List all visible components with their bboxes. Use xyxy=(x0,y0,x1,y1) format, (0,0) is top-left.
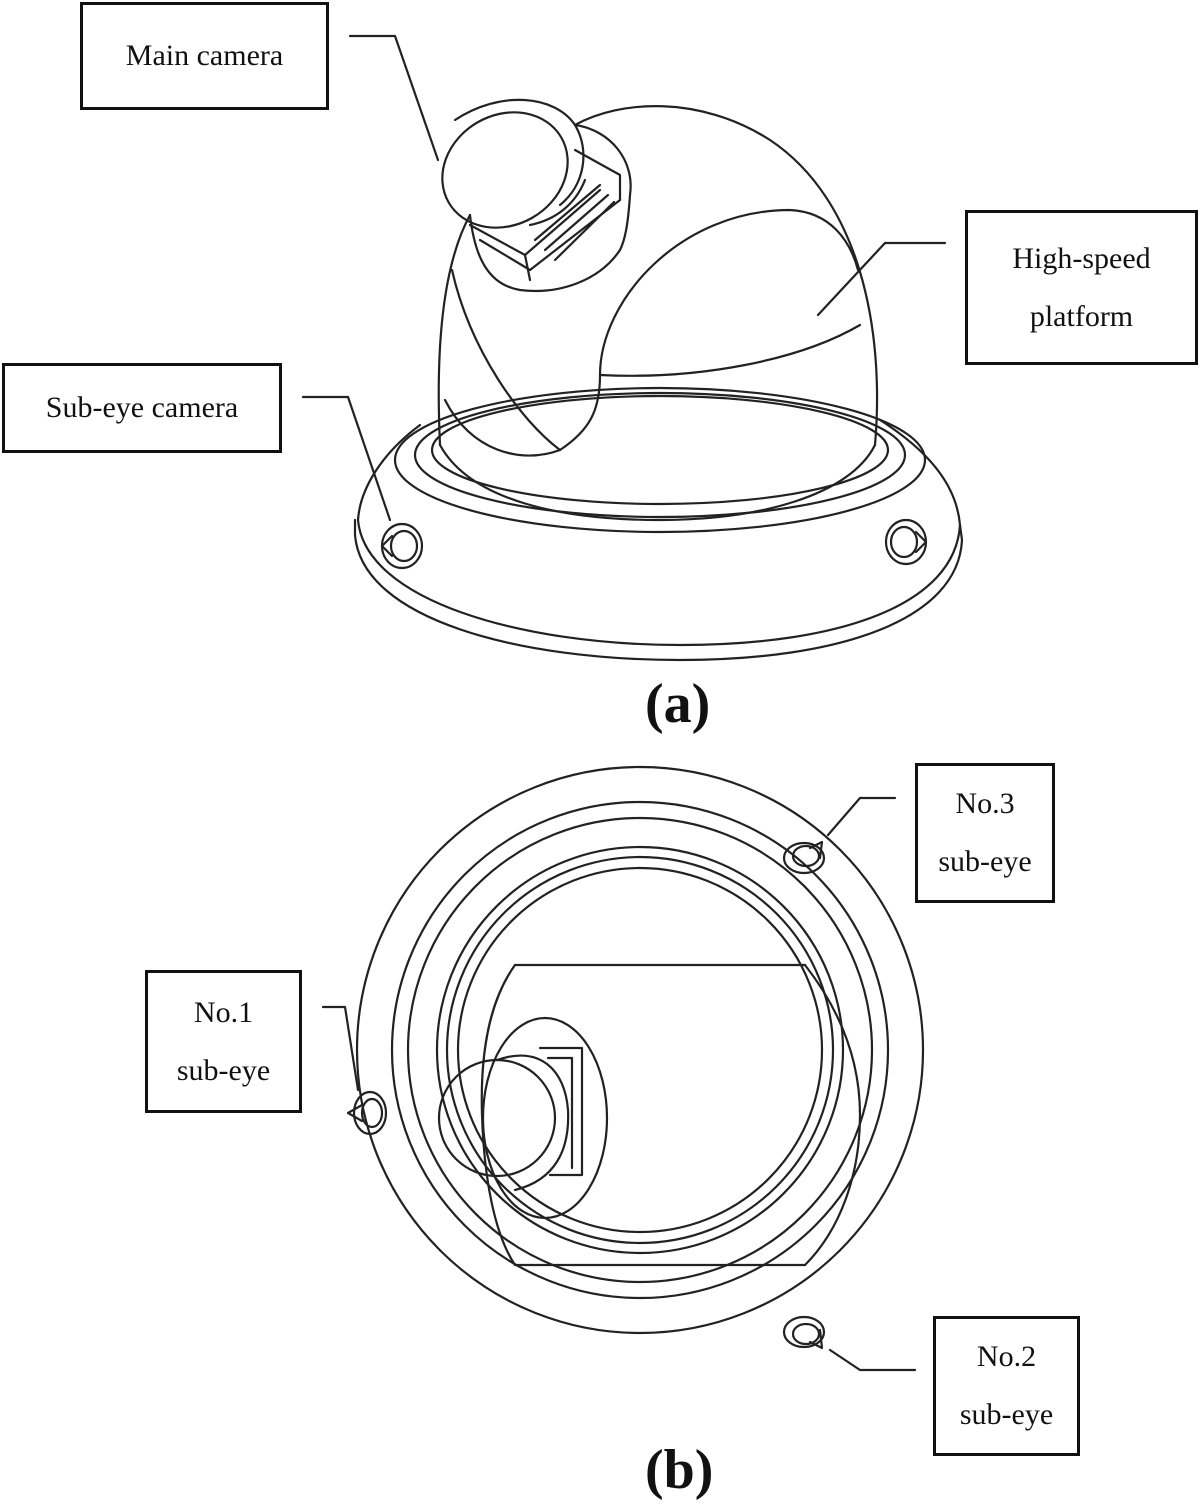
callout-no2-line2: sub-eye xyxy=(959,1398,1054,1431)
callout-high-speed-platform: High-speed platform xyxy=(965,210,1198,365)
leader-main-camera xyxy=(348,34,440,162)
callout-sub-eye-camera: Sub-eye camera xyxy=(2,363,282,453)
callout-no3-sub-eye: No.3 sub-eye xyxy=(915,763,1055,903)
sub-eye-camera-left xyxy=(380,522,424,570)
callout-main-camera-text: Main camera xyxy=(125,39,284,72)
sub-eye-camera-right xyxy=(884,518,928,566)
sub-eye-no2 xyxy=(782,1315,826,1350)
main-camera-top xyxy=(437,1016,609,1220)
high-speed-platform-dome xyxy=(437,105,879,522)
callout-no2-line1: No.2 xyxy=(976,1340,1037,1373)
leader-no3 xyxy=(826,796,897,837)
callout-no2-sub-eye: No.2 sub-eye xyxy=(933,1316,1080,1456)
leader-high-speed-platform xyxy=(816,241,947,317)
leader-no1 xyxy=(321,1005,360,1092)
callout-no1-line2: sub-eye xyxy=(176,1053,271,1087)
callout-high-speed-platform-line1: High-speed xyxy=(1012,241,1151,275)
callout-no1-line1: No.1 xyxy=(193,995,254,1029)
base-flange xyxy=(353,386,964,662)
outer-flange-ring xyxy=(355,765,925,1335)
callout-no3-line1: No.3 xyxy=(955,787,1015,820)
callout-high-speed-platform-line2: platform xyxy=(1029,299,1134,333)
callout-sub-eye-camera-text: Sub-eye camera xyxy=(45,391,239,424)
callout-main-camera: Main camera xyxy=(80,2,329,110)
sub-eye-no3 xyxy=(782,840,826,875)
camera-device-perspective xyxy=(301,34,964,662)
panel-label-b: (b) xyxy=(645,1439,714,1501)
callout-no1-sub-eye: No.1 sub-eye xyxy=(145,970,302,1113)
gimbal-frame xyxy=(480,963,862,1267)
main-camera xyxy=(441,98,622,282)
camera-device-top-view xyxy=(321,765,925,1372)
leader-no2 xyxy=(828,1348,917,1372)
panel-label-a: (a) xyxy=(645,673,711,735)
sub-eye-no1 xyxy=(346,1090,388,1136)
leader-sub-eye-camera xyxy=(301,395,392,522)
callout-no3-line2: sub-eye xyxy=(938,845,1032,878)
